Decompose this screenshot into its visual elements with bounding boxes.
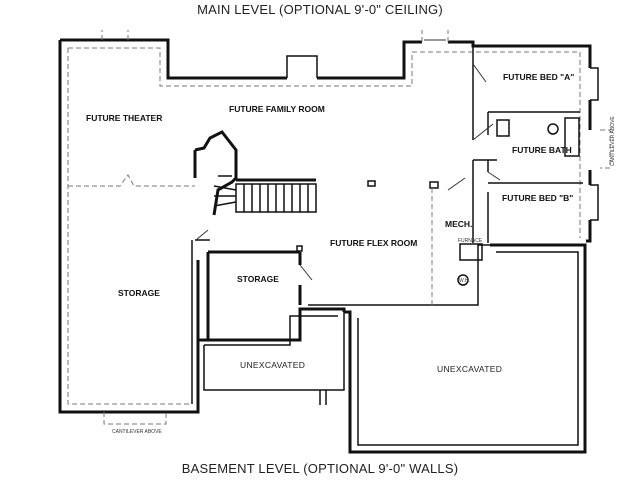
- bathtub-icon: [564, 117, 580, 157]
- room-label-future-bath: FUTURE BATH: [512, 145, 572, 155]
- furnace-icon: [459, 243, 483, 261]
- door-swings: [195, 39, 501, 281]
- room-label-storage-left: STORAGE: [118, 288, 160, 298]
- bath-vanity: [496, 119, 510, 137]
- stair-wall: [193, 130, 316, 216]
- flex-room-bottom-line: [308, 244, 490, 306]
- room-label-mech: MECH.: [445, 219, 472, 229]
- plan-title-main-level: MAIN LEVEL (OPTIONAL 9'-0" CEILING): [197, 2, 443, 17]
- column-post: [429, 181, 439, 189]
- room-label-future-family-room: FUTURE FAMILY ROOM: [229, 104, 325, 114]
- room-label-future-theater: FUTURE THEATER: [86, 113, 162, 123]
- room-label-unexcavated-left: UNEXCAVATED: [240, 360, 305, 370]
- plan-title-basement-level: BASEMENT LEVEL (OPTIONAL 9'-0" WALLS): [181, 461, 459, 476]
- column-post: [296, 245, 303, 252]
- toilet-icon: [547, 123, 559, 135]
- note-water-heater: W.H.: [459, 278, 470, 284]
- exterior-wall: [58, 38, 592, 414]
- water-heater-icon: [457, 274, 469, 286]
- note-cantilever-above-right: CANTILEVER ABOVE: [610, 116, 616, 166]
- room-label-future-bed-a: FUTURE BED "A": [503, 72, 574, 82]
- storage-left-partition: [191, 239, 210, 404]
- room-label-storage-center: STORAGE: [237, 274, 279, 284]
- room-label-future-bed-b: FUTURE BED "B": [502, 193, 573, 203]
- foundation-jog: [319, 390, 327, 405]
- note-furnace: FURNACE: [458, 238, 483, 244]
- room-label-unexcavated-right: UNEXCAVATED: [437, 364, 502, 374]
- stair-treads: [213, 175, 317, 213]
- unexcavated-left-wall: [203, 312, 345, 391]
- foundation-step-wall: [196, 243, 587, 454]
- column-post: [367, 180, 376, 187]
- room-label-future-flex-room: FUTURE FLEX ROOM: [330, 238, 417, 248]
- unexcavated-right-inner: [357, 251, 579, 446]
- interior-furring-outline: [67, 47, 581, 405]
- note-cantilever-above-bottom: CANTILEVER ABOVE: [112, 429, 162, 435]
- theater-storage-divider: [68, 174, 195, 187]
- mech-bedroom-wall: [472, 46, 583, 243]
- window-wells: [101, 30, 611, 425]
- storage-center-wall: [206, 250, 302, 340]
